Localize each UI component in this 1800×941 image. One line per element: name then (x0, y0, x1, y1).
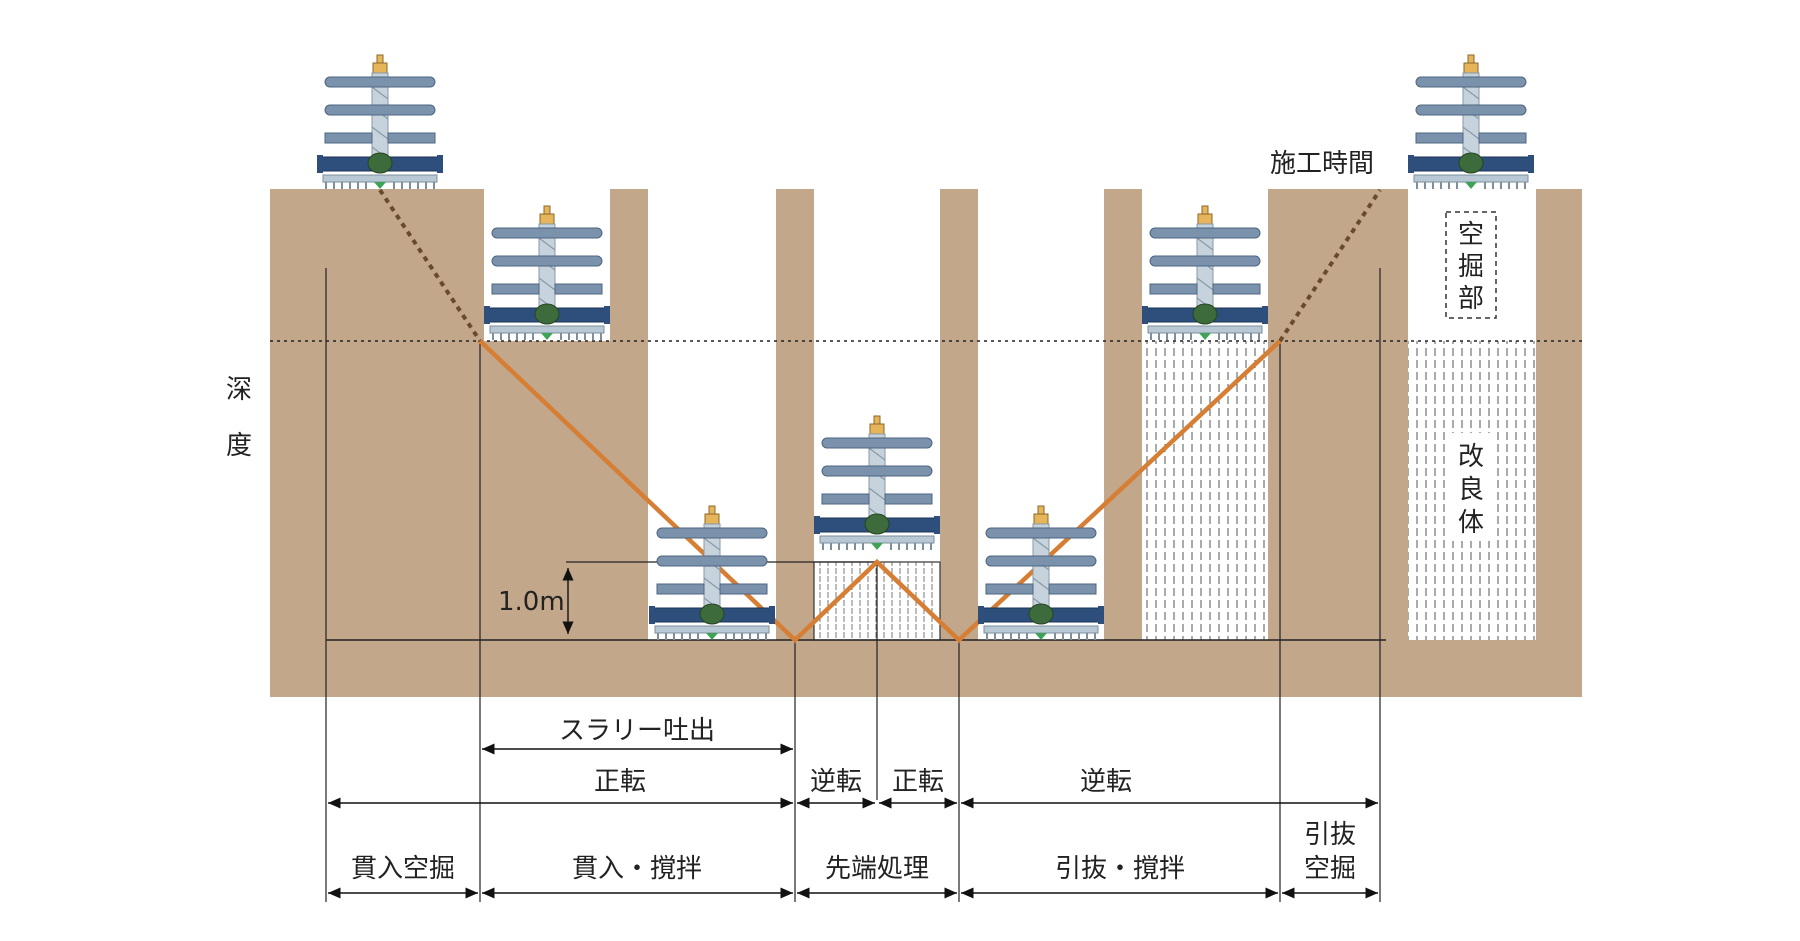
step-label-4: 引抜・撹拌 (1055, 854, 1185, 884)
path-dotted-up (1278, 188, 1382, 343)
step-label-2: 貫入・撹拌 (572, 854, 702, 884)
rotation-label-1: 正転 (594, 767, 646, 797)
slurry-label: スラリー吐出 (559, 716, 715, 746)
height-note-label: 1.0m (498, 587, 565, 617)
improved-body-label-bg (1448, 433, 1496, 541)
depth-char-1: 深 (226, 375, 252, 405)
step-label-5-line-1: 引抜 (1304, 820, 1356, 850)
step-label-3: 先端処理 (825, 854, 929, 884)
construction-path (478, 339, 1282, 644)
improved-body-char-1: 改 (1458, 442, 1484, 472)
column-7-void (1408, 189, 1536, 341)
improved-body-char-3: 体 (1458, 508, 1484, 538)
step-label-5-line-2: 空掘 (1304, 854, 1356, 884)
depth-char-2: 度 (226, 431, 252, 461)
step-label-1: 貫入空掘 (351, 854, 455, 884)
time-axis-label: 施工時間 (1270, 149, 1374, 179)
rig-1 (316, 54, 444, 190)
rig-7 (1407, 54, 1535, 190)
empty-part-char-1: 空 (1458, 220, 1484, 250)
rotation-label-3: 正転 (892, 767, 944, 797)
empty-part-char-3: 部 (1458, 284, 1484, 314)
improved-body-char-2: 良 (1458, 475, 1484, 505)
rotation-label-2: 逆転 (810, 767, 862, 797)
empty-part-char-2: 掘 (1458, 252, 1484, 282)
empty-part-box (1445, 211, 1497, 319)
column-6-improved (1142, 341, 1268, 640)
rotation-label-4: 逆転 (1080, 767, 1132, 797)
path-dotted-down (378, 188, 482, 343)
